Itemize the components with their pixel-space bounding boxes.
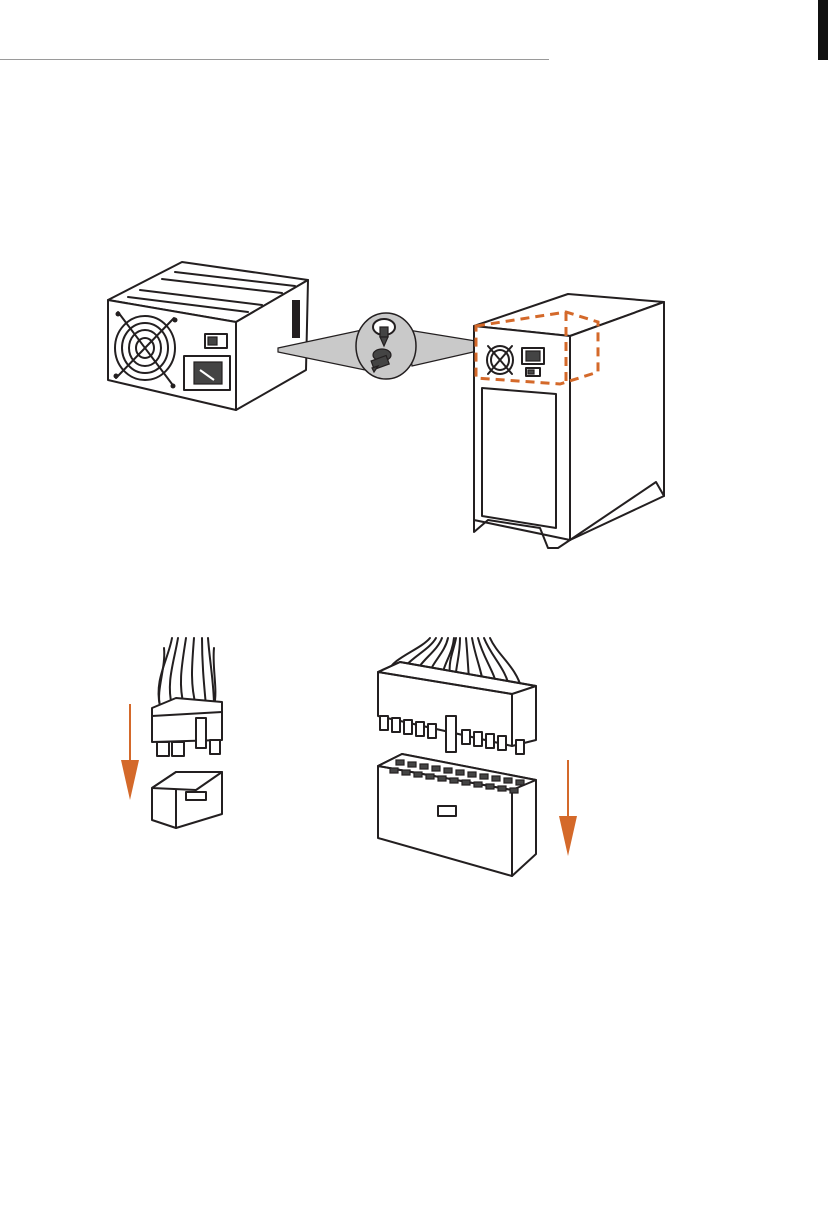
pc-case [474,294,664,548]
24-pin-atx-connector [378,638,536,876]
screw-callout [278,313,482,379]
insert-arrow-left [121,704,139,800]
8-pin-cpu-connector [0,638,222,828]
psu-unit [108,262,308,410]
psu-power-switch-icon [205,334,227,348]
case-power-socket-icon [522,348,544,364]
cable-wires [159,638,216,706]
case-fan-icon [487,346,513,374]
psu-power-socket-icon [184,356,230,390]
psu-side-vents [292,300,300,338]
case-power-switch-icon [526,368,540,376]
insert-arrow-right [559,760,577,856]
